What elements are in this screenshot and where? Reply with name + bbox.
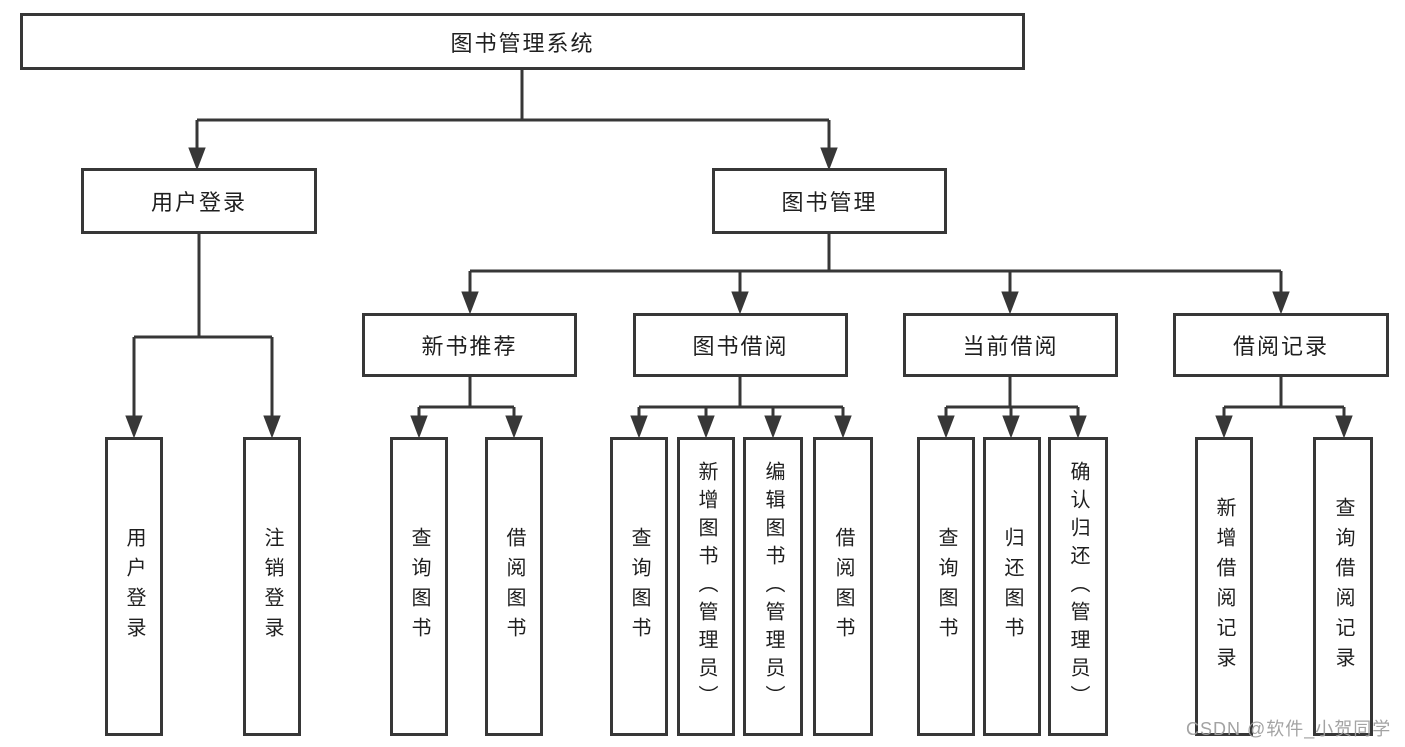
csdn-watermark: CSDN @软件_小贺同学 <box>1186 719 1392 739</box>
leaf-confirm-return-admin: 确认归还（管理员） <box>1048 437 1108 736</box>
node-user-login: 用户登录 <box>81 168 317 234</box>
node-new-book-recommend: 新书推荐 <box>362 313 577 377</box>
node-borrow-records: 借阅记录 <box>1173 313 1389 377</box>
connector-root-to-level2 <box>188 69 838 171</box>
leaf-user-login: 用户登录 <box>105 437 163 736</box>
node-current-borrow: 当前借阅 <box>903 313 1118 377</box>
leaf-query-books-recommend: 查询图书 <box>390 437 448 736</box>
connector-new-book-recommend-to-leaves <box>410 377 523 439</box>
leaf-query-books-borrow: 查询图书 <box>610 437 668 736</box>
leaf-edit-books-admin: 编辑图书（管理员） <box>743 437 803 736</box>
connector-user-login-to-children <box>125 234 281 439</box>
connector-current-borrow-to-leaves <box>937 377 1087 439</box>
connector-book-management-to-level3 <box>461 234 1290 315</box>
connector-borrow-records-to-leaves <box>1215 377 1353 439</box>
leaf-add-books-admin: 新增图书（管理员） <box>677 437 735 736</box>
node-book-borrow: 图书借阅 <box>633 313 848 377</box>
leaf-borrow-books-recommend: 借阅图书 <box>485 437 543 736</box>
leaf-query-books-current: 查询图书 <box>917 437 975 736</box>
leaf-logout: 注销登录 <box>243 437 301 736</box>
leaf-add-borrow-record: 新增借阅记录 <box>1195 437 1253 736</box>
leaf-borrow-books: 借阅图书 <box>813 437 873 736</box>
leaf-return-books: 归还图书 <box>983 437 1041 736</box>
node-book-management: 图书管理 <box>712 168 947 234</box>
connector-book-borrow-to-leaves <box>630 377 852 439</box>
leaf-query-borrow-record: 查询借阅记录 <box>1313 437 1373 736</box>
node-root-system: 图书管理系统 <box>20 13 1025 70</box>
